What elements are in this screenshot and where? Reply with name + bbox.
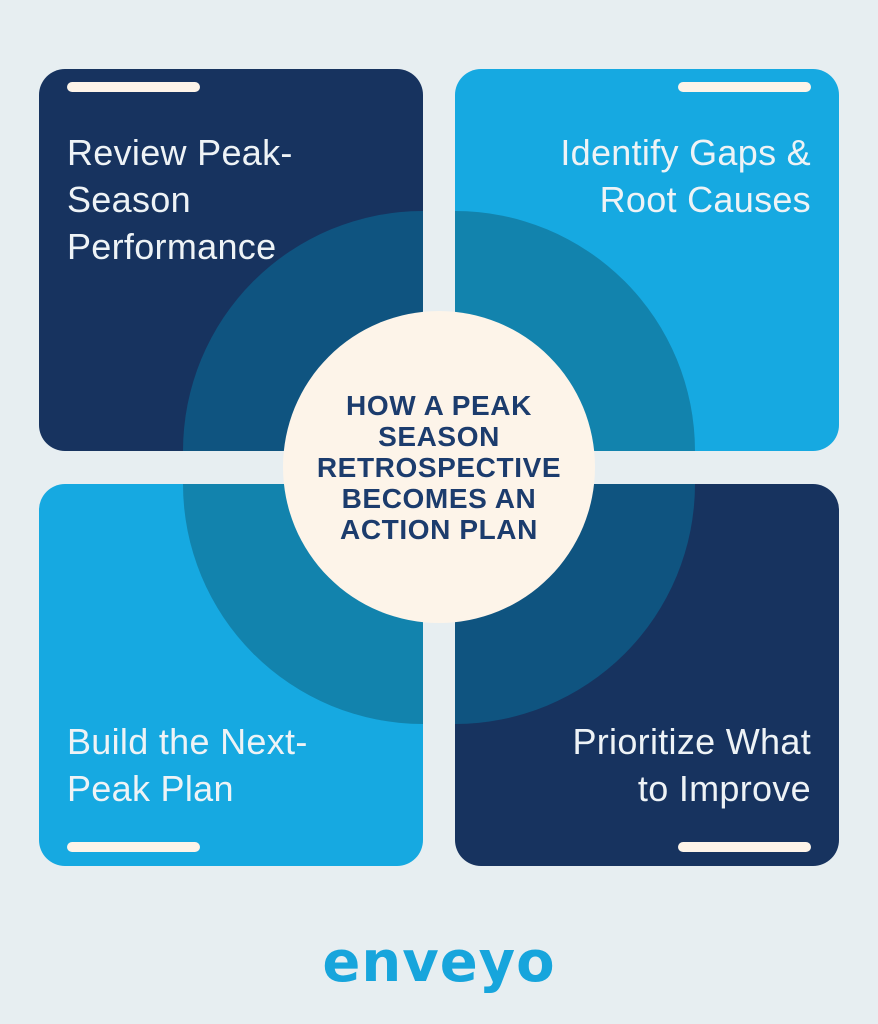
title-line: SEASON bbox=[378, 420, 500, 452]
enveyo-logo: enveyo bbox=[322, 929, 556, 995]
card-title-line: Season bbox=[67, 179, 191, 220]
center-circle: HOW A PEAK SEASON RETROSPECTIVE BECOMES … bbox=[283, 311, 595, 623]
card-title: Prioritize What to Improve bbox=[483, 718, 811, 812]
title-line: RETROSPECTIVE bbox=[316, 451, 562, 483]
title-line: BECOMES AN bbox=[341, 482, 537, 514]
title-line: HOW A PEAK bbox=[346, 389, 532, 421]
card-build-next-peak-plan: Build the Next- Peak Plan bbox=[39, 484, 423, 866]
card-title-line: Performance bbox=[67, 226, 277, 267]
card-title: Review Peak- Season Performance bbox=[67, 129, 395, 270]
infographic-title: HOW A PEAK SEASON RETROSPECTIVE BECOMES … bbox=[317, 390, 561, 545]
card-title-line: Review Peak- bbox=[67, 132, 293, 173]
card-title-line: Peak Plan bbox=[67, 768, 234, 809]
card-title-line: Prioritize What bbox=[572, 721, 811, 762]
accent-bar bbox=[678, 842, 811, 852]
accent-bar bbox=[67, 842, 200, 852]
card-title: Identify Gaps & Root Causes bbox=[483, 129, 811, 223]
accent-bar bbox=[67, 82, 200, 92]
card-title-line: Root Causes bbox=[599, 179, 811, 220]
accent-bar bbox=[678, 82, 811, 92]
card-title-line: Build the Next- bbox=[67, 721, 308, 762]
card-title-line: to Improve bbox=[637, 768, 811, 809]
card-title: Build the Next- Peak Plan bbox=[67, 718, 395, 812]
card-title-line: Identify Gaps & bbox=[560, 132, 811, 173]
title-line: ACTION PLAN bbox=[340, 513, 538, 545]
